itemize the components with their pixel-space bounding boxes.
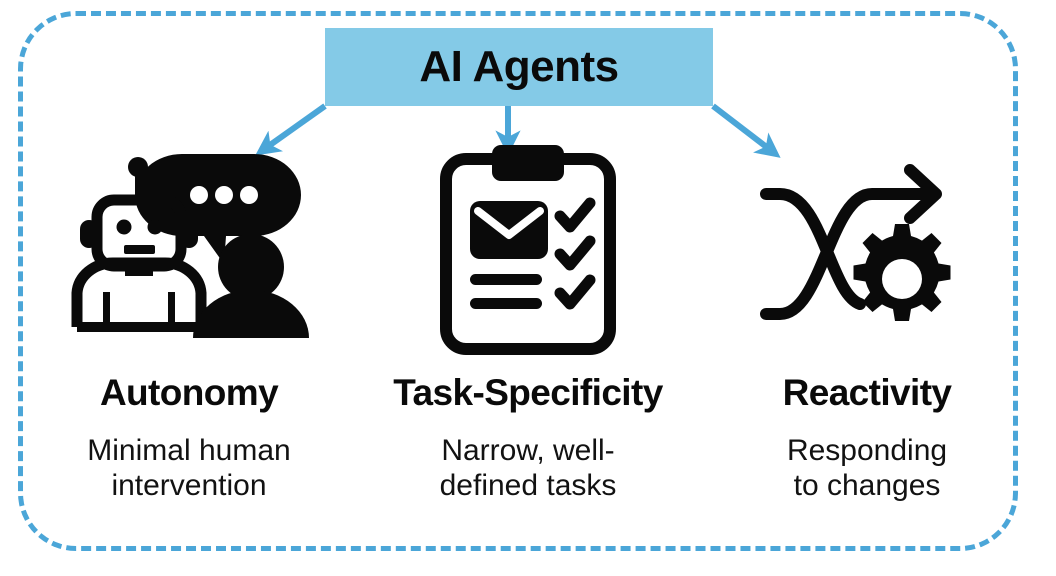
clipboard-checklist-envelope-icon bbox=[440, 145, 616, 355]
gear-shape bbox=[853, 224, 950, 321]
heading-reactivity: Reactivity bbox=[782, 372, 952, 413]
description-autonomy-line2: intervention bbox=[111, 469, 267, 503]
icon-container-reactivity bbox=[759, 140, 975, 358]
description-task-specificity-line2: defined tasks bbox=[439, 469, 617, 503]
dashed-border-frame bbox=[18, 11, 1018, 551]
heading-autonomy: Autonomy bbox=[99, 372, 279, 413]
icon-container-task-specificity bbox=[438, 140, 618, 358]
title-banner: AI Agents bbox=[325, 28, 713, 106]
feature-columns: Autonomy Minimal human intervention bbox=[28, 140, 1028, 550]
description-reactivity-line1: Responding bbox=[786, 433, 948, 467]
crossing-paths-arrow-gear-icon bbox=[759, 164, 950, 321]
description-autonomy: Minimal human intervention bbox=[87, 433, 290, 504]
description-task-specificity: Narrow, well- defined tasks bbox=[440, 433, 617, 504]
icon-container-autonomy bbox=[69, 140, 309, 358]
description-reactivity: Responding to changes bbox=[787, 433, 947, 504]
description-reactivity-line2: to changes bbox=[793, 469, 941, 503]
heading-task-specificity: Task-Specificity bbox=[393, 372, 663, 413]
feature-column-task-specificity: Task-Specificity Narrow, well- defined t… bbox=[367, 140, 689, 504]
feature-column-reactivity: Reactivity Responding to changes bbox=[706, 140, 1028, 504]
description-task-specificity-line1: Narrow, well- bbox=[441, 433, 615, 467]
feature-column-autonomy: Autonomy Minimal human intervention bbox=[28, 140, 350, 504]
page-title: AI Agents bbox=[419, 42, 619, 91]
description-autonomy-line1: Minimal human bbox=[87, 433, 291, 467]
robot-person-chat-icon bbox=[71, 153, 309, 338]
